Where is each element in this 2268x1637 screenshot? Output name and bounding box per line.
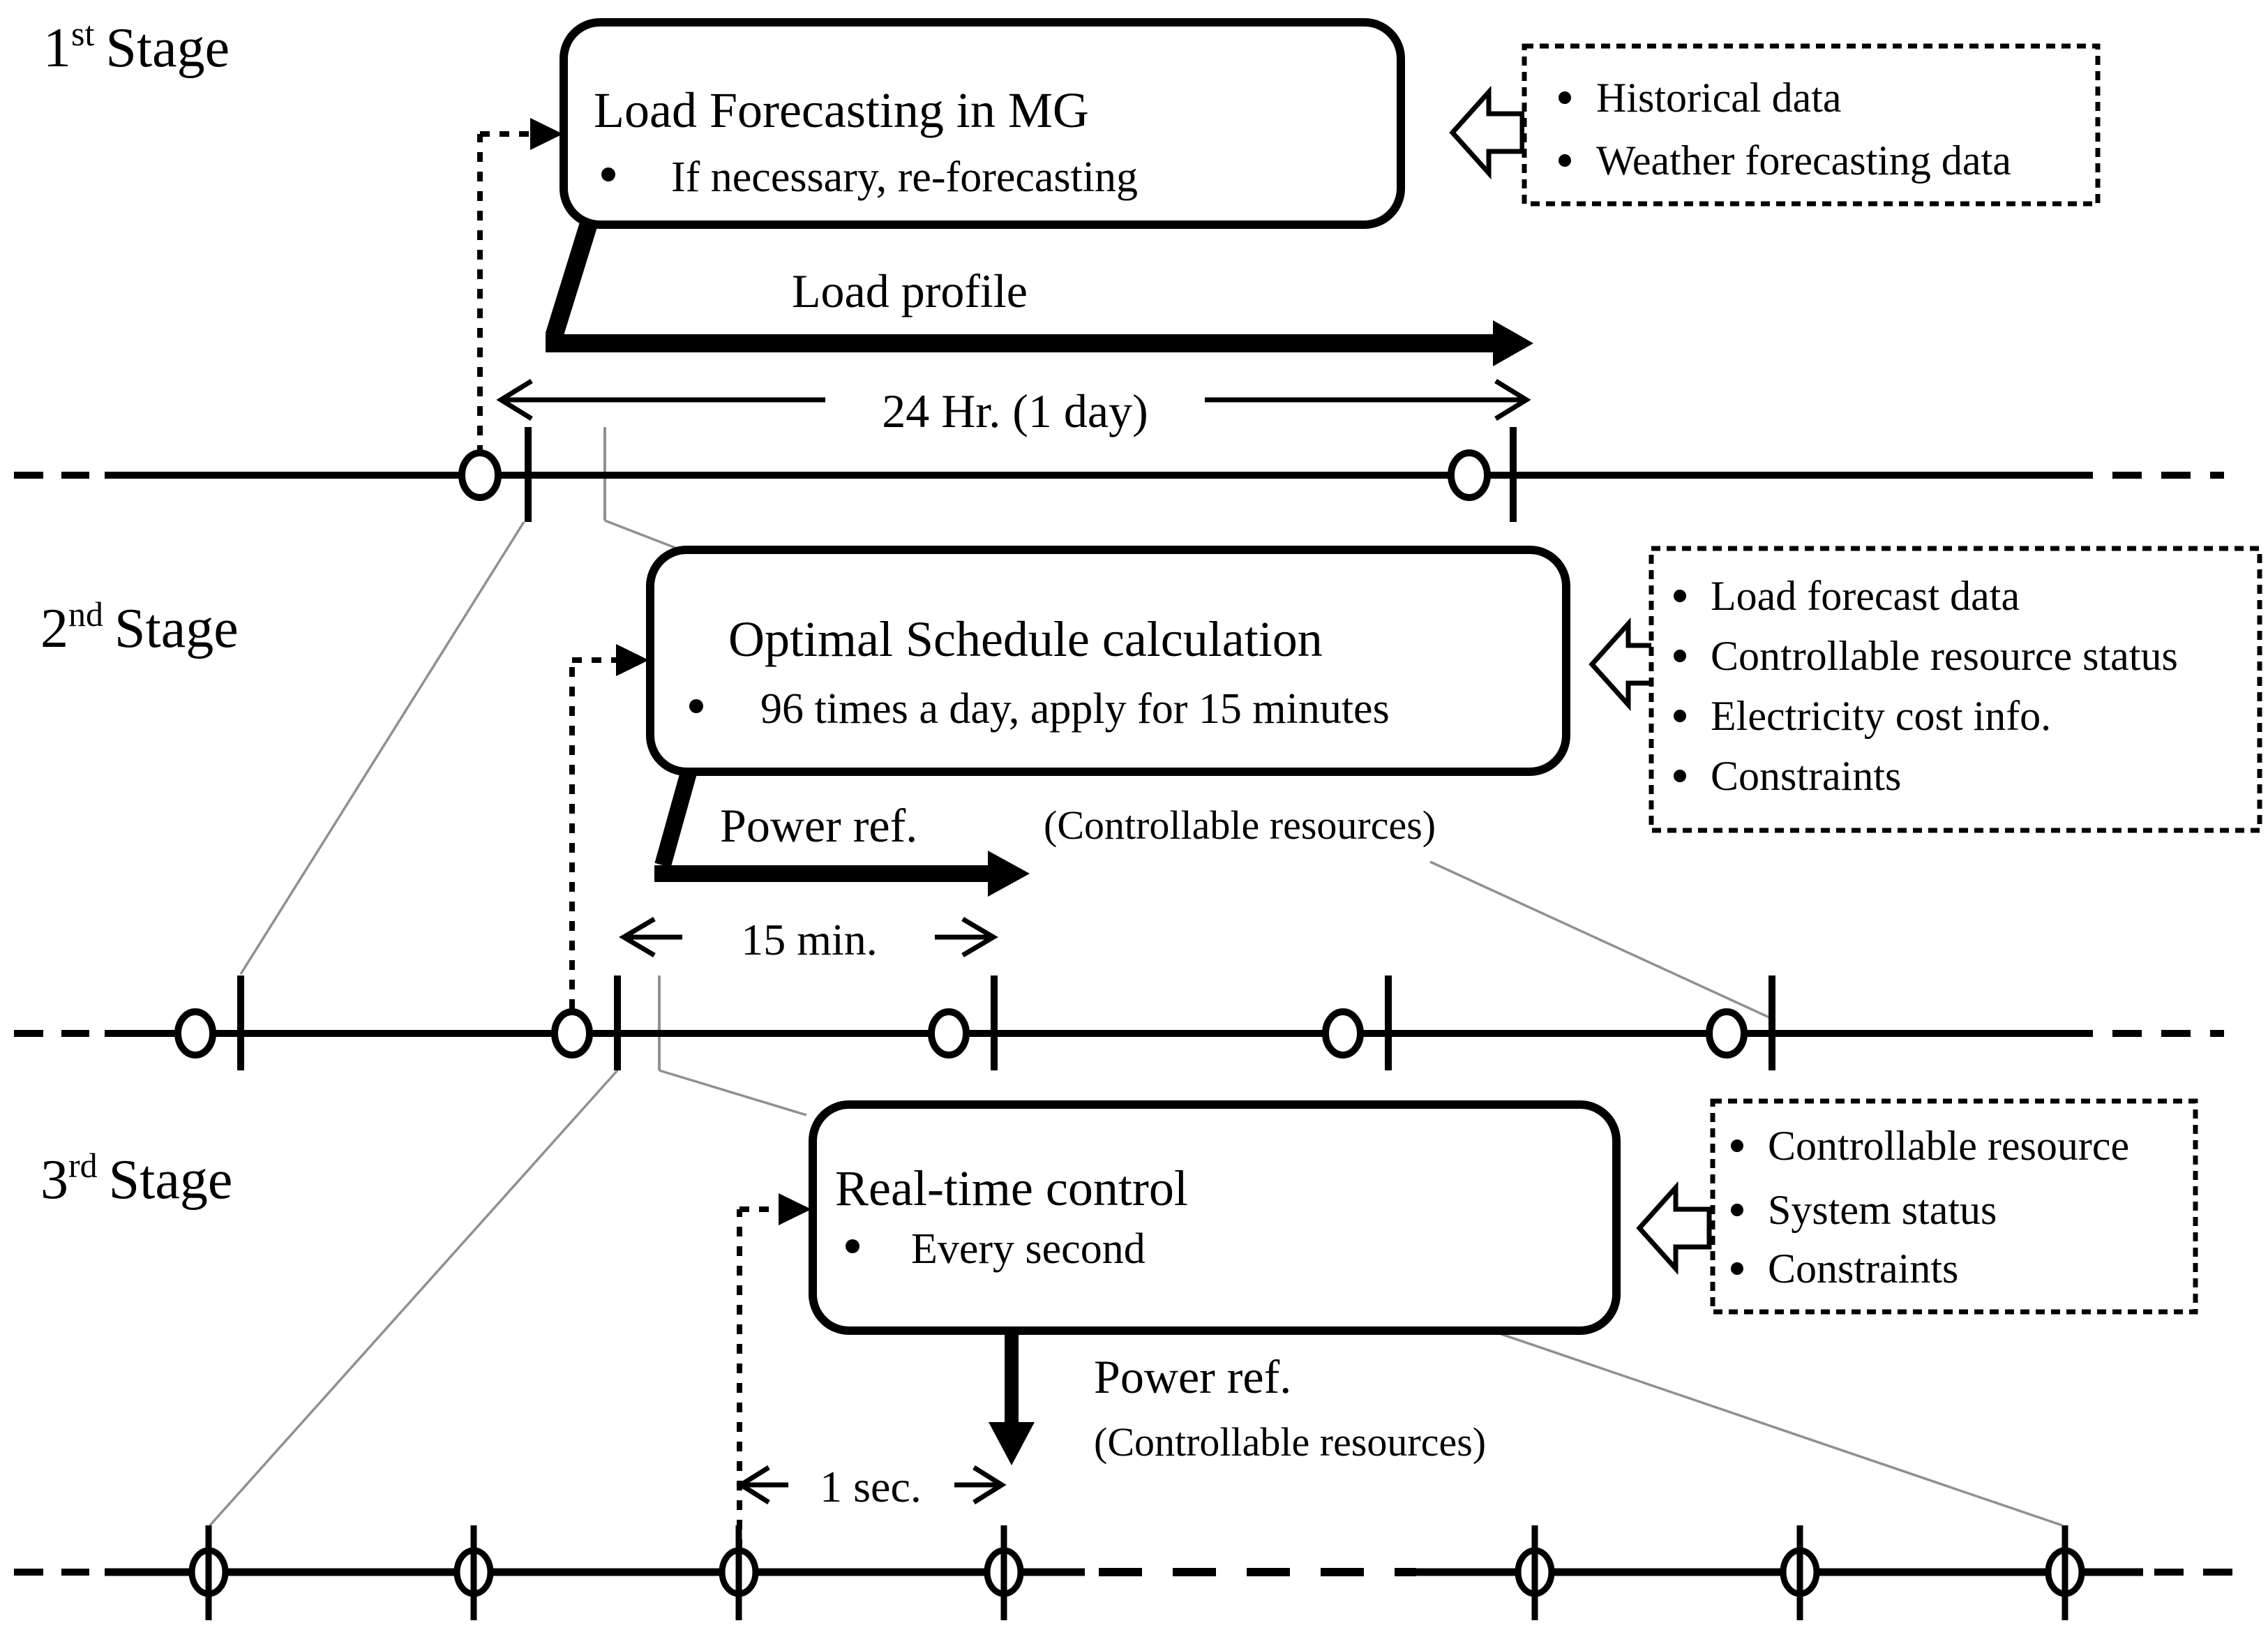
input-box-2-item: Constraints [1711,753,1901,799]
timeline-2-circle [1706,1008,1748,1059]
process-box-3-title: Real-time control [835,1160,1188,1216]
connector-t1-to-t2 [239,521,525,975]
connector-t1-to-box2 [604,519,689,554]
output-arrow-3-sublabel: (Controllable resources) [1094,1419,1486,1465]
bullet-dot [846,1239,859,1253]
time-span-2: 15 min. [619,915,998,964]
process-box-3-bullet: Every second [911,1225,1146,1273]
trigger-arrowhead-2 [616,644,649,676]
output-arrow-1 [545,216,1533,366]
connector-box3-to-t3 [1501,1333,2063,1527]
trigger-arrowhead-1 [530,118,563,150]
timeline-2 [14,976,2224,1070]
bullet-dot [601,167,615,181]
output-arrow-3 [989,1330,1035,1465]
bullet-dot [1559,91,1571,104]
bullet-dot [1731,1204,1743,1216]
timeline-2-circle [1322,1008,1364,1059]
output-arrow-2 [654,768,1030,897]
trigger-dotted-arrow-1 [477,131,530,455]
trigger-arrowhead-3 [779,1193,811,1225]
output-arrow-1-label: Load profile [792,264,1028,317]
process-box-1-bullet: If necessary, re-forecasting [671,154,1138,201]
input-box-3-item: Controllable resource [1768,1123,2129,1169]
connector-t2-to-box3 [659,1069,807,1116]
time-span-1: 24 Hr. (1 day) [496,379,1531,438]
trigger-dotted-arrow-3 [737,1206,779,1549]
input-box-3 [1710,1098,2198,1315]
input-box-1-item: Weather forecasting data [1596,137,2011,184]
timeline-1-circle [1448,449,1491,501]
timeline-2-circle [174,1008,216,1059]
timeline-1 [14,427,2224,522]
input-box-2 [1649,546,2262,833]
input-arrow-icon-1 [1449,85,1525,180]
timeline-2-circle [928,1008,970,1059]
input-box-2-item: Load forecast data [1711,573,2020,619]
bullet-dot [1674,770,1686,782]
process-box-2-bullet: 96 times a day, apply for 15 minutes [760,685,1390,733]
stage-expansion-connectors [209,427,2063,1527]
time-span-3-label: 1 sec. [820,1462,922,1511]
input-box-3-item: System status [1768,1187,1997,1233]
input-box-2-item: Controllable resource status [1711,633,2178,679]
process-box-3 [809,1100,1621,1335]
time-span-1-label: 24 Hr. (1 day) [882,384,1148,438]
connector-powerref2-to-t2 [1429,860,1770,1019]
timeline-2-circle [551,1008,593,1059]
output-arrow-2-label: Power ref. [720,799,917,852]
connector-t2-to-t3 [209,1069,619,1527]
output-arrow-3-label: Power ref. [1094,1350,1291,1403]
bullet-dot [1559,154,1571,167]
process-box-1-title: Load Forecasting in MG [594,82,1089,138]
input-arrow-icon-3 [1636,1181,1712,1276]
bullet-dot [1731,1262,1743,1275]
time-span-2-label: 15 min. [741,915,878,964]
timeline-3 [14,1525,2243,1620]
output-arrow-2-sublabel: (Controllable resources) [1044,802,1436,848]
input-box-3-item: Constraints [1768,1246,1958,1292]
bullet-dot [689,699,703,713]
trigger-dotted-arrow-2 [569,657,616,1009]
process-box-2 [646,546,1570,776]
process-box-1 [560,18,1405,229]
process-box-2-title: Optimal Schedule calculation [728,611,1323,667]
time-span-3: 1 sec. [736,1462,1007,1511]
bullet-dot [1674,650,1686,662]
input-box-1-item: Historical data [1596,75,1842,121]
bullet-dot [1674,590,1686,602]
bullet-dot [1731,1139,1743,1152]
bullet-dot [1674,710,1686,722]
timeline-1-circle [458,449,502,501]
input-box-2-item: Electricity cost info. [1711,693,2051,739]
input-box-1 [1522,43,2101,207]
